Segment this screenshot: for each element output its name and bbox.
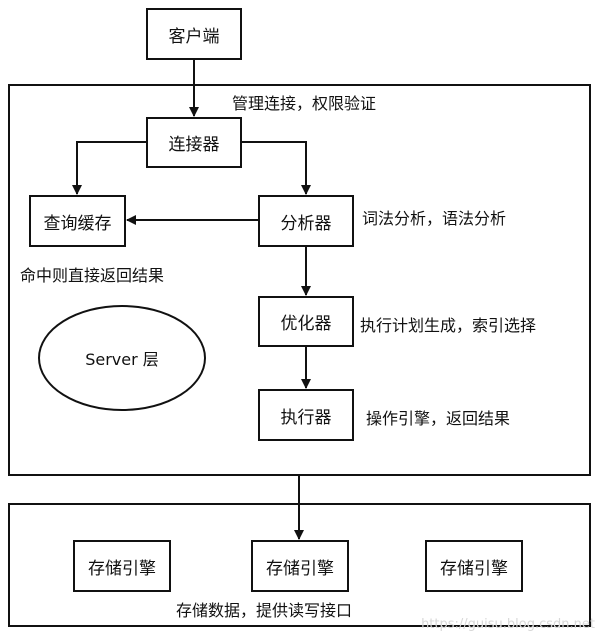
client-label: 客户端 — [168, 26, 220, 47]
optimizer-node: 优化器 — [258, 296, 354, 347]
storage-engine-node: 存储引擎 — [251, 540, 349, 592]
client-node: 客户端 — [146, 8, 242, 60]
query-cache-note: 命中则直接返回结果 — [20, 266, 165, 285]
executor-note: 操作引擎，返回结果 — [366, 409, 511, 428]
storage-engine-label: 存储引擎 — [440, 558, 508, 579]
analyzer-note: 词法分析，语法分析 — [362, 209, 507, 228]
connector-label: 连接器 — [168, 135, 220, 155]
query-cache-label: 查询缓存 — [43, 213, 112, 234]
executor-node: 执行器 — [258, 389, 354, 441]
query-cache-node: 查询缓存 — [29, 195, 126, 247]
server-layer-frame — [8, 84, 591, 476]
server-layer-name: Server 层 — [85, 350, 159, 369]
arrow-connector-to-analyzer — [242, 141, 311, 195]
executor-label: 执行器 — [280, 407, 332, 428]
optimizer-note: 执行计划生成，索引选择 — [360, 316, 537, 335]
connection-annotation: 管理连接，权限验证 — [232, 94, 377, 113]
server-layer-ellipse: Server 层 — [38, 305, 206, 411]
watermark: https://guisu.blog.csdn.net — [421, 617, 595, 632]
connector-node: 连接器 — [146, 117, 242, 168]
analyzer-node: 分析器 — [258, 195, 354, 247]
analyzer-label: 分析器 — [280, 213, 332, 234]
arrow-connector-to-cache — [72, 141, 146, 195]
optimizer-label: 优化器 — [280, 314, 332, 334]
storage-engine-label: 存储引擎 — [88, 558, 156, 579]
storage-engine-node: 存储引擎 — [73, 540, 171, 592]
storage-engine-label: 存储引擎 — [266, 558, 334, 579]
storage-engine-node: 存储引擎 — [425, 540, 523, 592]
storage-note: 存储数据，提供读写接口 — [176, 601, 353, 620]
